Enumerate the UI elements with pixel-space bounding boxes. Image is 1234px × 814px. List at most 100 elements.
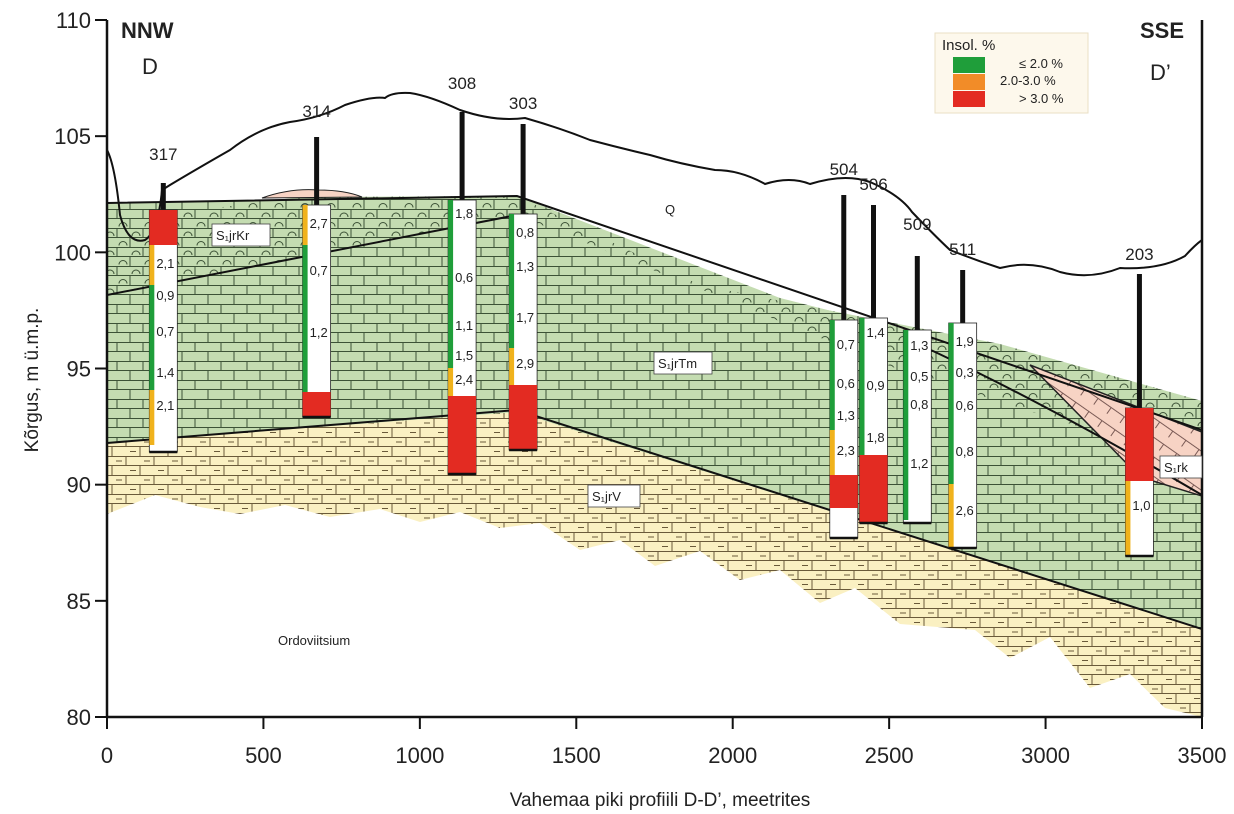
insol-value: 2,1 — [156, 398, 174, 413]
y-tick-label: 80 — [67, 705, 91, 730]
insol-segment — [829, 320, 835, 430]
insol-value: 2,1 — [156, 256, 174, 271]
layer-jrV — [107, 388, 1202, 717]
x-tick-label: 1000 — [395, 743, 444, 768]
insol-segment — [448, 232, 454, 340]
insol-value: 2,9 — [516, 356, 534, 371]
x-axis-label: Vahemaa piki profiili D-D’, meetrites — [510, 790, 811, 811]
insol-value: 0,7 — [837, 337, 855, 352]
insol-segment — [509, 348, 515, 385]
profile-point-left: D — [142, 54, 158, 79]
insol-segment — [149, 285, 155, 355]
direction-right: SSE — [1140, 18, 1184, 43]
profile-point-right: D’ — [1150, 60, 1171, 85]
well-id: 511 — [949, 240, 976, 259]
insol-value: 0,8 — [516, 225, 534, 240]
strata — [107, 91, 1202, 717]
well-id: 303 — [509, 94, 537, 113]
insol-segment — [149, 355, 155, 390]
insol-segment — [1125, 481, 1131, 556]
well-id: 314 — [302, 102, 330, 121]
unit-jrTm-box — [653, 351, 713, 375]
insol-segment — [448, 396, 477, 474]
y-tick-label: 95 — [67, 357, 91, 382]
x-tick-label: 3000 — [1021, 743, 1070, 768]
insol-value: 1,3 — [516, 259, 534, 274]
well-id: 308 — [448, 74, 476, 93]
x-tick-label: 500 — [245, 743, 282, 768]
insol-segment — [1125, 408, 1154, 481]
legend-label-2: > 3.0 % — [1019, 91, 1064, 106]
y-tick-label: 110 — [56, 8, 91, 33]
insol-segment — [948, 323, 954, 350]
well-id: 317 — [149, 145, 177, 164]
insol-segment — [829, 430, 835, 475]
insol-segment — [448, 340, 454, 368]
insol-value: 0,9 — [867, 378, 885, 393]
insol-segment — [903, 330, 909, 520]
insol-value: 1,8 — [455, 206, 473, 221]
insol-value: 2,3 — [837, 443, 855, 458]
lens-rk — [261, 189, 363, 199]
unit-jrV: S₁jrV — [592, 489, 621, 504]
x-tick-label: 1500 — [552, 743, 601, 768]
unit-Q: Q — [665, 202, 675, 217]
insol-segment — [509, 245, 515, 285]
insol-value: 1,3 — [837, 408, 855, 423]
insol-segment — [448, 200, 454, 232]
y-axis-label: Kõrgus, m ü.m.p. — [22, 308, 43, 453]
insol-segment — [509, 285, 515, 348]
insol-value: 0,6 — [455, 270, 473, 285]
insol-value: 0,6 — [956, 398, 974, 413]
insol-value: 0,9 — [156, 288, 174, 303]
insol-segment — [448, 368, 454, 396]
insol-value: 0,5 — [910, 369, 928, 384]
insol-value: 2,6 — [956, 503, 974, 518]
insol-value: 1,9 — [956, 334, 974, 349]
unit-ordovician: Ordoviitsium — [278, 633, 350, 648]
insol-segment — [948, 350, 954, 484]
insol-value: 1,4 — [867, 325, 885, 340]
insol-segment — [302, 245, 308, 392]
insol-value: 0,3 — [956, 365, 974, 380]
legend-swatch-green — [953, 57, 985, 73]
unit-labels: Q S₁jrKr S₁jrTm S₁jrV S₁rk Ordoviitsium — [211, 202, 1203, 648]
insol-segment — [149, 210, 178, 245]
unit-rk-box — [1159, 455, 1203, 479]
y-tick-label: 105 — [54, 124, 91, 149]
insol-value: 1,4 — [156, 365, 174, 380]
insol-segment — [149, 390, 155, 445]
well-id: 203 — [1125, 245, 1153, 264]
well-id: 506 — [859, 175, 887, 194]
insol-value: 2,4 — [455, 372, 473, 387]
x-tick-label: 2000 — [708, 743, 757, 768]
insol-segment — [829, 475, 858, 508]
y-tick-label: 85 — [67, 589, 91, 614]
legend-swatch-orange — [953, 74, 985, 90]
insol-segment — [859, 425, 865, 455]
insol-segment — [948, 484, 954, 548]
x-tick-label: 0 — [101, 743, 113, 768]
legend-label-1: 2.0-3.0 % — [1000, 73, 1056, 88]
insol-segment — [859, 455, 888, 523]
insol-segment — [149, 245, 155, 285]
well-id: 509 — [903, 215, 931, 234]
insol-value: 1,1 — [455, 318, 473, 333]
insol-value: 1,8 — [867, 430, 885, 445]
well-506: 506 1,4 0,9 1,8 — [859, 175, 888, 525]
insol-value: 1,2 — [310, 325, 328, 340]
legend-title: Insol. % — [942, 37, 995, 54]
legend-swatch-red — [953, 91, 985, 107]
legend: Insol. % ≤ 2.0 % 2.0-3.0 % > 3.0 % — [934, 32, 1089, 114]
legend-label-0: ≤ 2.0 % — [1019, 56, 1063, 71]
